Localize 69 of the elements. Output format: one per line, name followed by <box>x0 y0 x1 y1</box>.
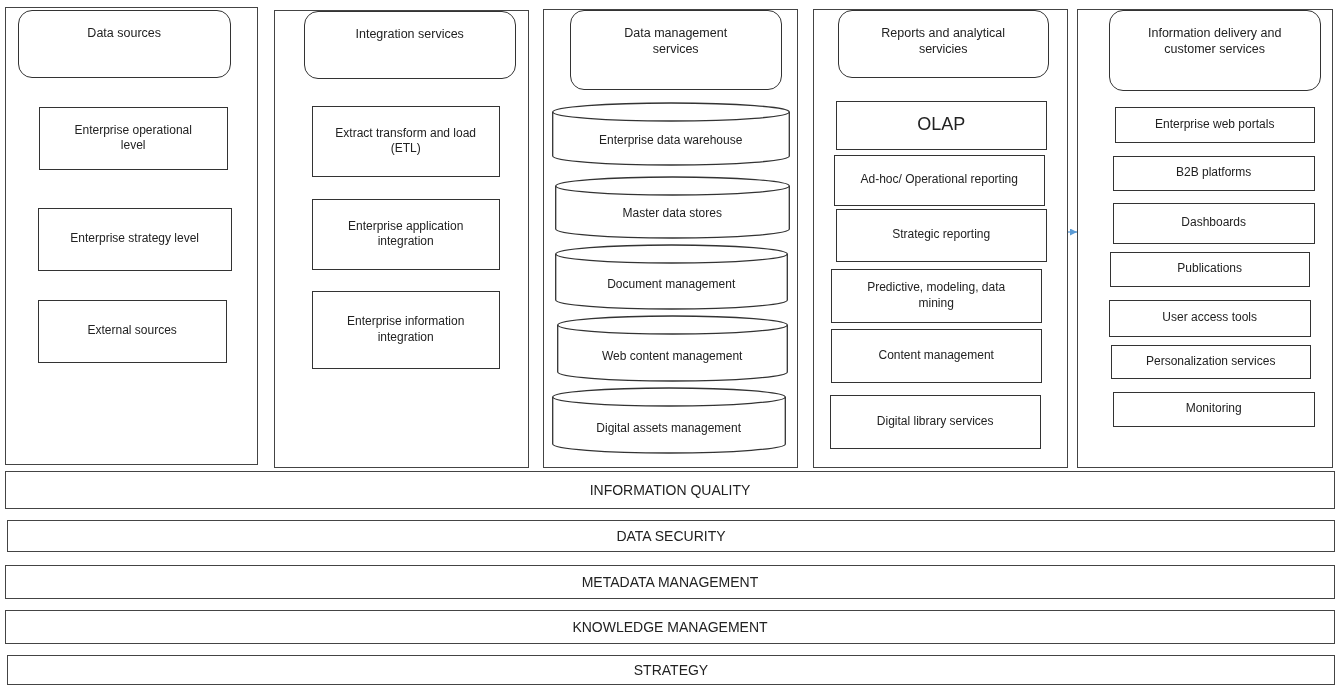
node-label: External sources <box>86 323 178 339</box>
process-box <box>830 268 1042 323</box>
column-heading: Reports and analytical servicies <box>880 24 1007 58</box>
column-panel <box>813 9 1068 468</box>
process-box <box>311 290 500 369</box>
column-panel <box>274 10 529 468</box>
node-label: OLAP <box>916 113 967 137</box>
process-box <box>311 198 500 270</box>
node-label: User access tools <box>1161 310 1259 326</box>
node-label: Enterprise application integration <box>347 218 465 250</box>
node-label: Strategic reporting <box>891 227 992 243</box>
process-box <box>829 394 1041 449</box>
process-box <box>1112 202 1315 244</box>
arrow <box>1067 228 1078 236</box>
process-box <box>38 106 228 170</box>
process-box <box>833 154 1045 206</box>
header-box <box>303 10 516 79</box>
column-panel <box>543 9 798 468</box>
node-label: Digital library services <box>875 413 995 430</box>
layer-band <box>5 471 1335 509</box>
process-box <box>835 100 1047 150</box>
process-box <box>1112 391 1315 427</box>
node-label: Extract transform and load (ETL) <box>334 125 478 157</box>
process-box <box>1110 344 1311 379</box>
node-label: Enterprise strategy level <box>69 231 201 247</box>
column-heading: Integration services <box>354 25 465 42</box>
node-label: Digital assets management <box>595 421 743 437</box>
node-label: Predictive, modeling, data mining <box>866 280 1007 312</box>
layer-label: STRATEGY <box>632 660 710 680</box>
node-label: Master data stores <box>621 206 723 222</box>
node-label: Enterprise operational level <box>73 122 193 154</box>
process-box <box>37 299 227 363</box>
process-box <box>1112 155 1315 191</box>
node-label: Monitoring <box>1184 401 1243 417</box>
layer-band <box>7 520 1335 552</box>
column-heading: Data management services <box>623 24 729 58</box>
header-box <box>837 9 1049 78</box>
layer-label: DATA SECURITY <box>615 526 727 546</box>
process-box <box>1114 106 1315 143</box>
header-box <box>17 9 231 78</box>
layer-label: METADATA MANAGEMENT <box>580 572 760 592</box>
node-label: Web content management <box>600 349 744 365</box>
process-box <box>1109 251 1310 287</box>
column-heading: Data sources <box>86 24 162 41</box>
header-box <box>1108 9 1321 91</box>
layer-band <box>7 655 1335 685</box>
process-box <box>37 207 232 271</box>
column-panel <box>5 7 258 465</box>
process-box <box>1108 299 1311 337</box>
node-label: Enterprise web portals <box>1154 116 1276 133</box>
process-box <box>835 208 1047 262</box>
layer-band <box>5 565 1335 599</box>
node-label: Personalization services <box>1145 353 1277 370</box>
node-label: Dashboards <box>1180 215 1248 231</box>
column-panel <box>1077 9 1333 468</box>
layer-label: KNOWLEDGE MANAGEMENT <box>571 617 769 637</box>
process-box <box>311 105 500 177</box>
node-label: Document management <box>606 277 737 293</box>
node-label: Publications <box>1176 261 1244 277</box>
node-label: B2B platforms <box>1175 165 1253 181</box>
column-heading: Information delivery and customer services <box>1147 24 1283 58</box>
node-label: Content management <box>877 347 995 364</box>
layer-band <box>5 610 1335 644</box>
layer-label: INFORMATION QUALITY <box>588 480 752 500</box>
header-box <box>569 9 782 90</box>
node-label: Enterprise information integration <box>346 314 466 346</box>
node-label: Ad-hoc/ Operational reporting <box>859 172 1019 188</box>
node-label: Enterprise data warehouse <box>597 133 744 149</box>
process-box <box>830 328 1042 383</box>
